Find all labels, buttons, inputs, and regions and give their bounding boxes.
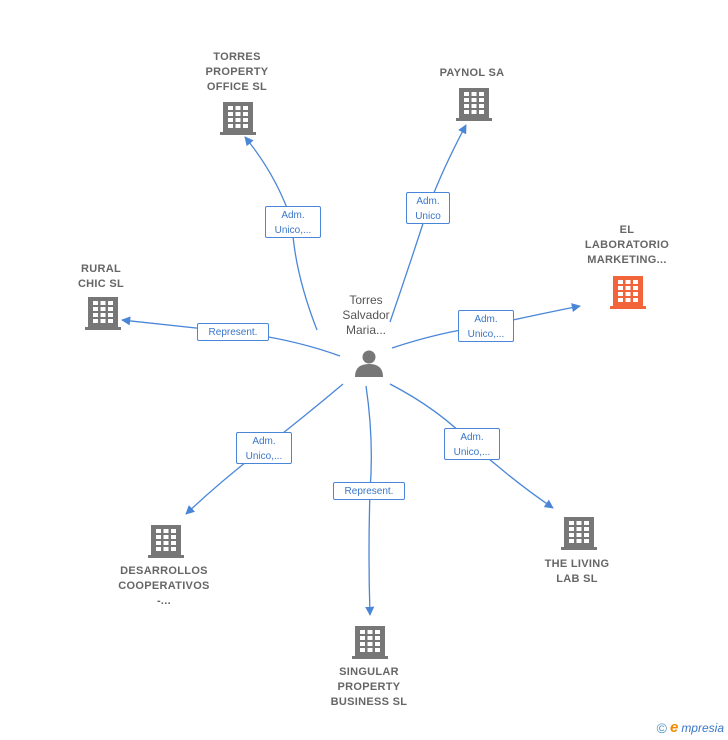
role-badge-rural-chic[interactable]: Represent. bbox=[197, 323, 269, 341]
building-icon-singular[interactable] bbox=[352, 626, 388, 659]
building-icon-paynol[interactable] bbox=[456, 88, 492, 121]
company-label-desarrollos[interactable]: DESARROLLOS COOPERATIVOS -... bbox=[118, 565, 210, 607]
building-icon-rural-chic[interactable] bbox=[85, 297, 121, 330]
person-icon[interactable] bbox=[355, 350, 383, 378]
role-badge-el-laboratorio[interactable]: Adm. Unico,... bbox=[458, 310, 514, 342]
company-label-the-living-lab[interactable]: THE LIVING LAB SL bbox=[544, 558, 610, 585]
role-badge-desarrollos[interactable]: Adm. Unico,... bbox=[236, 432, 292, 464]
building-icon-el-laboratorio[interactable] bbox=[610, 276, 646, 309]
person-name-label[interactable]: Torres Salvador Maria... bbox=[342, 293, 390, 337]
role-badge-paynol[interactable]: Adm. Unico bbox=[406, 192, 450, 224]
edge-to-singular bbox=[365, 385, 375, 616]
role-badge-singular[interactable]: Represent. bbox=[333, 482, 405, 500]
company-label-singular[interactable]: SINGULAR PROPERTY BUSINESS SL bbox=[330, 666, 408, 708]
brand-logo-e: e bbox=[669, 719, 679, 736]
role-badge-torres-property[interactable]: Adm. Unico,... bbox=[265, 206, 321, 238]
company-label-torres-property[interactable]: TORRES PROPERTY OFFICE SL bbox=[205, 51, 269, 93]
company-label-rural-chic[interactable]: RURAL CHIC SL bbox=[77, 263, 125, 290]
building-icon-desarrollos[interactable] bbox=[148, 525, 184, 558]
building-icon-the-living-lab[interactable] bbox=[561, 517, 597, 550]
company-label-paynol[interactable]: PAYNOL SA bbox=[439, 67, 505, 79]
role-badge-the-living-lab[interactable]: Adm. Unico,... bbox=[444, 428, 500, 460]
building-icon-torres-property[interactable] bbox=[220, 102, 256, 135]
company-label-el-laboratorio[interactable]: EL LABORATORIO MARKETING... bbox=[584, 224, 670, 266]
brand-logo-text: mpresia bbox=[681, 720, 724, 735]
copyright-icon: © bbox=[656, 719, 667, 736]
